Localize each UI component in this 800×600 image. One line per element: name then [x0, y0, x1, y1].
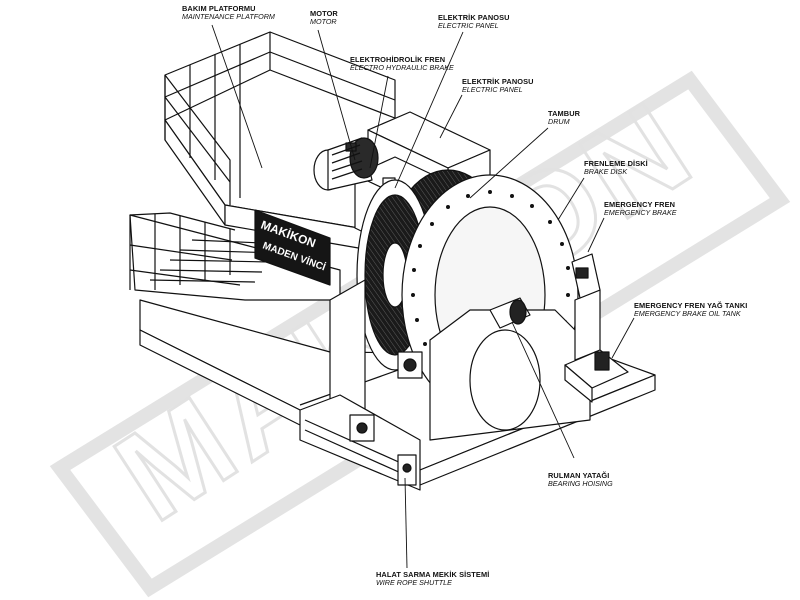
- label-motor-tr: MOTOR: [310, 9, 338, 18]
- motor: [313, 137, 379, 191]
- leader-emergency-brake: [587, 217, 605, 253]
- leader-motor: [317, 29, 356, 161]
- emergency-brake-unit: [571, 253, 601, 299]
- leader-electric-panel-2: [439, 94, 463, 139]
- label-motor-en: MOTOR: [310, 16, 337, 26]
- label-electro-hydraulic-brake: ELEKTROHİDROLİK FREN ELECTRO HYDRAULIC B…: [350, 56, 454, 71]
- leader-maintenance-platform: [211, 24, 263, 169]
- maintenance-platform: [164, 31, 401, 251]
- wire-rope-shuttle: [299, 394, 421, 491]
- label-electro-hydraulic-brake-en: ELECTRO HYDRAULIC BRAKE: [350, 62, 454, 72]
- label-bearing-housing-en: BEARING HOISING: [548, 478, 613, 488]
- label-electric-panel-1-en: ELECTRIC PANEL: [438, 20, 499, 30]
- leader-electro-hydraulic-brake: [369, 75, 389, 169]
- leader-lines: [211, 24, 635, 569]
- label-maintenance-platform: BAKIM PLATFORMU MAINTENANCE PLATFORM: [182, 5, 275, 20]
- leader-bearing-housing: [511, 321, 575, 459]
- leader-drum: [469, 127, 549, 199]
- label-emergency-brake-en: EMERGENCY BRAKE: [604, 207, 677, 217]
- label-wire-rope-shuttle: HALAT SARMA MEKİK SİSTEMİ WIRE ROPE SHUT…: [376, 571, 489, 586]
- label-electric-panel-2-en: ELECTRIC PANEL: [462, 84, 523, 94]
- label-emergency-brake-oil-tank: EMERGENCY FREN YAĞ TANKI EMERGENCY BRAKE…: [634, 302, 747, 317]
- label-emergency-brake: EMERGENCY FREN EMERGENCY BRAKE: [604, 201, 677, 216]
- label-drum-tr: TAMBUR: [548, 109, 581, 118]
- label-brake-disk: FRENLEME DİSKİ BRAKE DISK: [584, 160, 648, 175]
- label-emergency-brake-oil-tank-en: EMERGENCY BRAKE OIL TANK: [634, 308, 741, 318]
- emergency-brake-oil-tank: [564, 349, 629, 403]
- bearing-frame: [329, 279, 601, 441]
- label-electric-panel-1-tr: ELEKTRİK PANOSU: [438, 13, 510, 22]
- label-electro-hydraulic-brake-tr: ELEKTROHİDROLİK FREN: [350, 55, 446, 64]
- label-electric-panel-2-tr: ELEKTRİK PANOSU: [462, 77, 534, 86]
- stairs: [129, 212, 341, 301]
- label-drum: TAMBUR DRUM: [548, 110, 580, 125]
- label-electric-panel-1: ELEKTRİK PANOSU ELECTRIC PANEL: [438, 14, 510, 29]
- label-wire-rope-shuttle-en: WIRE ROPE SHUTTLE: [376, 577, 452, 587]
- label-motor: MOTOR MOTOR: [310, 10, 338, 25]
- leader-brake-disk: [557, 177, 585, 221]
- label-drum-en: DRUM: [548, 116, 570, 126]
- label-maintenance-platform-tr: BAKIM PLATFORMU: [182, 4, 256, 13]
- label-maintenance-platform-en: MAINTENANCE PLATFORM: [182, 11, 275, 21]
- side-bearing-block: [397, 351, 423, 379]
- label-emergency-brake-tr: EMERGENCY FREN: [604, 200, 676, 209]
- label-emergency-brake-oil-tank-tr: EMERGENCY FREN YAĞ TANKI: [634, 301, 748, 310]
- label-bearing-housing-tr: RULMAN YATAĞI: [548, 471, 610, 480]
- label-brake-disk-en: BRAKE DISK: [584, 166, 628, 176]
- bearing-housing: [489, 297, 531, 329]
- signage-board: [254, 209, 331, 286]
- leader-wire-rope-shuttle: [404, 477, 408, 569]
- label-brake-disk-tr: FRENLEME DİSKİ: [584, 159, 648, 168]
- label-wire-rope-shuttle-tr: HALAT SARMA MEKİK SİSTEMİ: [376, 570, 490, 579]
- leader-emergency-brake-oil-tank: [611, 317, 635, 359]
- label-bearing-housing: RULMAN YATAĞI BEARING HOISING: [548, 472, 613, 487]
- label-electric-panel-2: ELEKTRİK PANOSU ELECTRIC PANEL: [462, 78, 534, 93]
- leader-electric-panel-1: [394, 31, 464, 189]
